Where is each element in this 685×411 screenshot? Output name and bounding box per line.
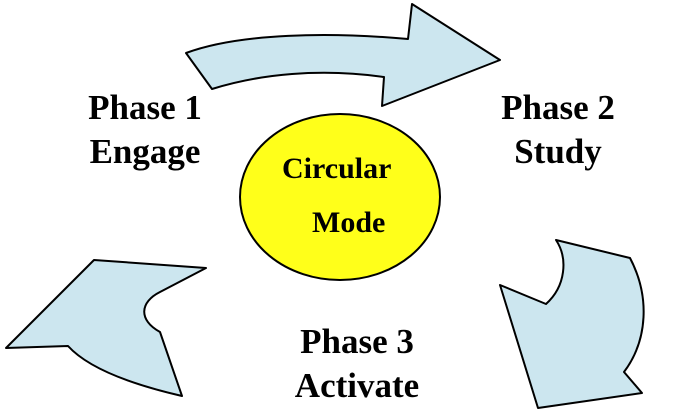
- center-text-mode: Mode: [312, 206, 386, 239]
- phase-1-name: Engage: [89, 132, 201, 171]
- phase-2-label: Phase 2 Study: [478, 86, 638, 174]
- phase-1-title: Phase 1: [88, 88, 202, 127]
- phase-3-label: Phase 3 Activate: [262, 320, 452, 408]
- curved-arrow-up-right-icon: [5, 259, 207, 397]
- phase-3-name: Activate: [294, 366, 420, 405]
- phase-2-title: Phase 2: [501, 88, 615, 127]
- curved-arrow-down-icon: [499, 239, 645, 409]
- phase-3-title: Phase 3: [300, 322, 414, 361]
- phase-1-label: Phase 1 Engage: [60, 86, 230, 174]
- center-text-circular: Circular: [282, 152, 392, 185]
- phase-2-name: Study: [514, 132, 602, 171]
- center-circle: [239, 113, 441, 281]
- curved-arrow-right-icon: [185, 3, 501, 107]
